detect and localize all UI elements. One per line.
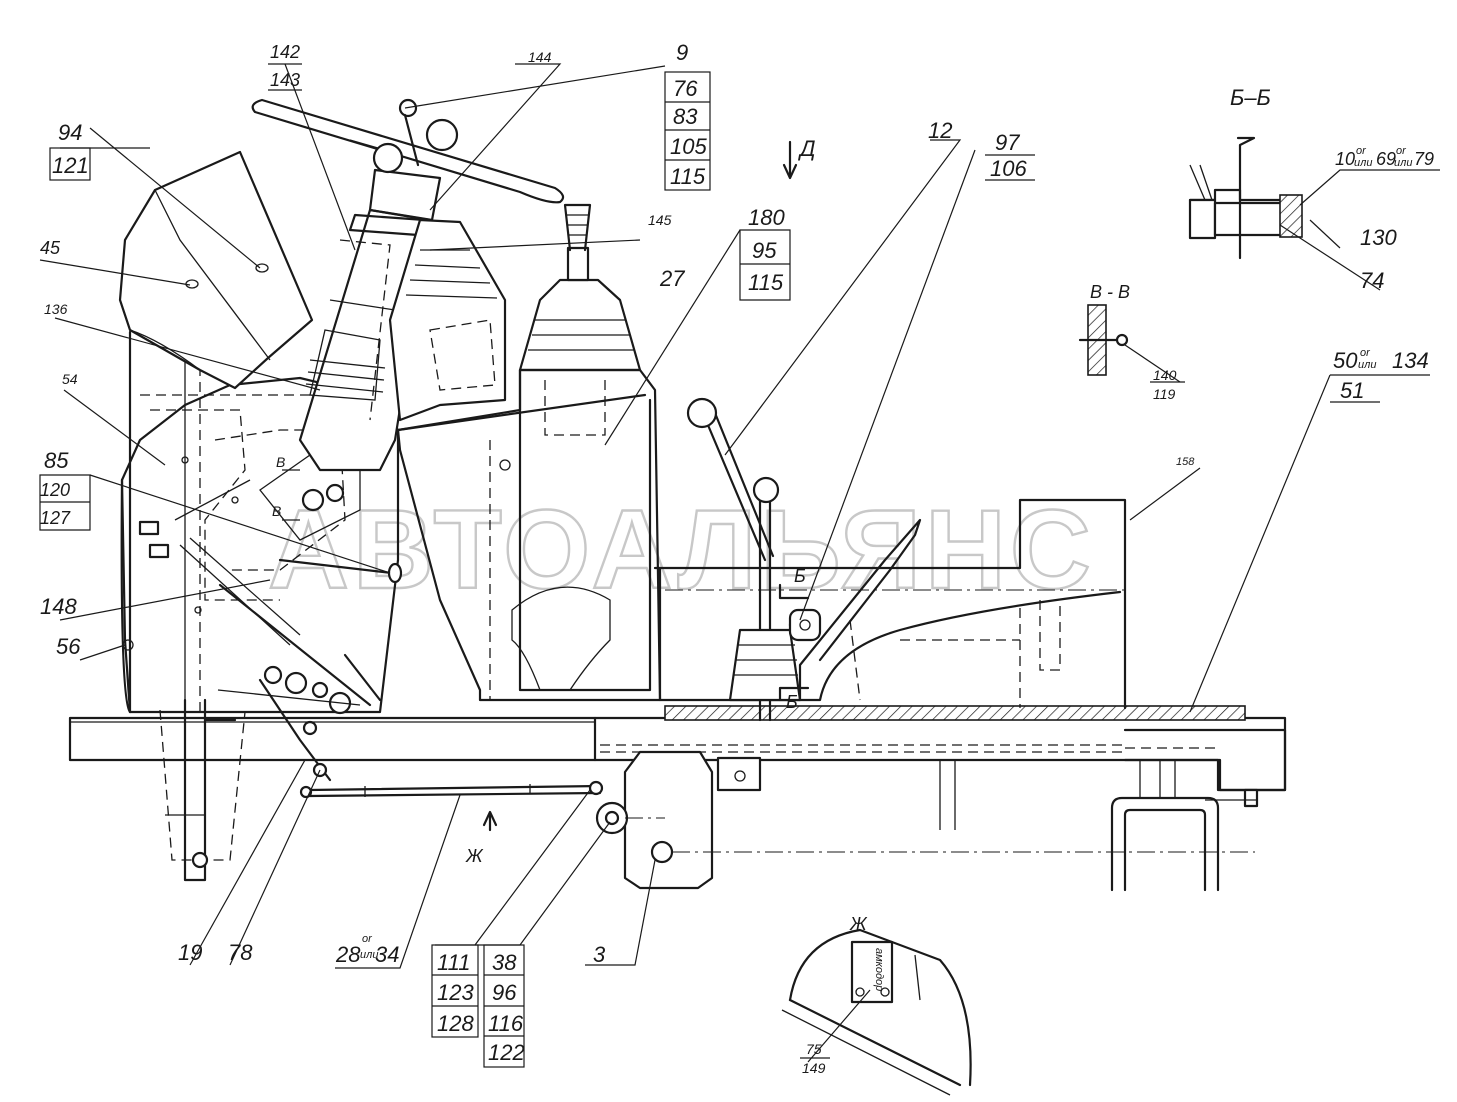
label-97: 97 <box>995 130 1020 155</box>
label-28-or-ru: или <box>360 949 378 961</box>
label-27: 27 <box>659 266 685 291</box>
label-section-vv: В - В <box>1090 282 1130 302</box>
label-75: 75 <box>806 1041 822 1057</box>
label-34: 34 <box>375 942 399 967</box>
label-128: 128 <box>437 1011 474 1036</box>
label-83: 83 <box>673 104 698 129</box>
label-76: 76 <box>673 76 698 101</box>
joystick-handle <box>563 203 592 252</box>
section-vv-detail <box>1078 304 1129 376</box>
label-69-or-ru: или <box>1394 157 1412 169</box>
label-122: 122 <box>488 1040 525 1065</box>
label-130: 130 <box>1360 225 1397 250</box>
label-123: 123 <box>437 980 474 1005</box>
mark-section-b-top: Б <box>794 566 806 586</box>
nameplate <box>850 940 894 1004</box>
label-148: 148 <box>40 594 77 619</box>
label-69-or: or <box>1396 145 1407 157</box>
joystick-boot <box>518 278 642 372</box>
label-view-d: Д <box>797 136 816 161</box>
label-158: 158 <box>1176 456 1195 468</box>
label-view-zh: Ж <box>849 914 868 934</box>
gear-boot <box>388 203 642 422</box>
label-50-or-ru: или <box>1358 359 1376 371</box>
pedal-bracket <box>623 750 714 890</box>
label-145: 145 <box>648 212 672 228</box>
label-50: 50 <box>1333 348 1358 373</box>
label-45: 45 <box>40 238 61 258</box>
label-111: 111 <box>437 950 470 975</box>
label-95: 95 <box>752 238 777 263</box>
label-38: 38 <box>492 950 517 975</box>
base-frame <box>68 698 1287 892</box>
mark-section-b-bottom: Б <box>786 692 798 712</box>
label-180: 180 <box>748 205 785 230</box>
label-144: 144 <box>528 49 552 65</box>
mark-section-v-top: В <box>276 454 285 470</box>
label-149: 149 <box>802 1060 826 1076</box>
watermark-text: АВТОАЛЬЯНС <box>268 487 1095 612</box>
display-housing <box>118 150 314 390</box>
label-19: 19 <box>178 940 202 965</box>
leader-lines <box>39 63 1440 1068</box>
label-143: 143 <box>270 70 300 90</box>
label-10: 10 <box>1335 149 1355 169</box>
label-12: 12 <box>928 118 952 143</box>
label-51: 51 <box>1340 378 1364 403</box>
mark-view-zh: Ж <box>465 846 484 866</box>
label-127: 127 <box>40 508 71 528</box>
label-28: 28 <box>335 942 361 967</box>
right-floor <box>653 397 1130 722</box>
label-121: 121 <box>52 153 89 178</box>
label-134: 134 <box>1392 348 1429 373</box>
label-28-or: or <box>362 933 373 945</box>
label-10-or-ru: или <box>1354 157 1372 169</box>
view-zh-detail <box>781 928 972 1096</box>
labels: 142 143 144 9 76 83 105 115 Д 12 97 106 … <box>40 40 1434 1076</box>
floor-mat <box>664 705 1246 721</box>
label-105: 105 <box>670 134 707 159</box>
label-136: 136 <box>44 301 68 317</box>
label-78: 78 <box>228 940 253 965</box>
label-119: 119 <box>1153 386 1176 402</box>
label-96: 96 <box>492 980 517 1005</box>
label-116: 116 <box>488 1011 524 1036</box>
label-3: 3 <box>593 942 606 967</box>
nameplate-text: амкодор <box>873 948 885 991</box>
label-115-mid: 115 <box>748 270 784 295</box>
label-74: 74 <box>1360 268 1384 293</box>
section-bb-detail <box>1188 136 1303 260</box>
label-10-or: or <box>1356 145 1367 157</box>
label-54: 54 <box>62 371 78 387</box>
label-142: 142 <box>270 42 300 62</box>
label-69: 69 <box>1376 149 1396 169</box>
label-140: 140 <box>1153 367 1177 383</box>
label-120: 120 <box>40 480 70 500</box>
label-106: 106 <box>990 156 1027 181</box>
label-94: 94 <box>58 120 82 145</box>
label-85: 85 <box>44 448 69 473</box>
label-50-or: or <box>1360 347 1371 359</box>
label-115-top: 115 <box>670 164 706 189</box>
mark-section-v-bottom: В <box>272 503 281 519</box>
label-section-bb: Б–Б <box>1230 85 1271 110</box>
label-56: 56 <box>56 634 81 659</box>
label-9: 9 <box>676 40 688 65</box>
steering-wheel <box>251 98 565 204</box>
label-79: 79 <box>1414 149 1434 169</box>
